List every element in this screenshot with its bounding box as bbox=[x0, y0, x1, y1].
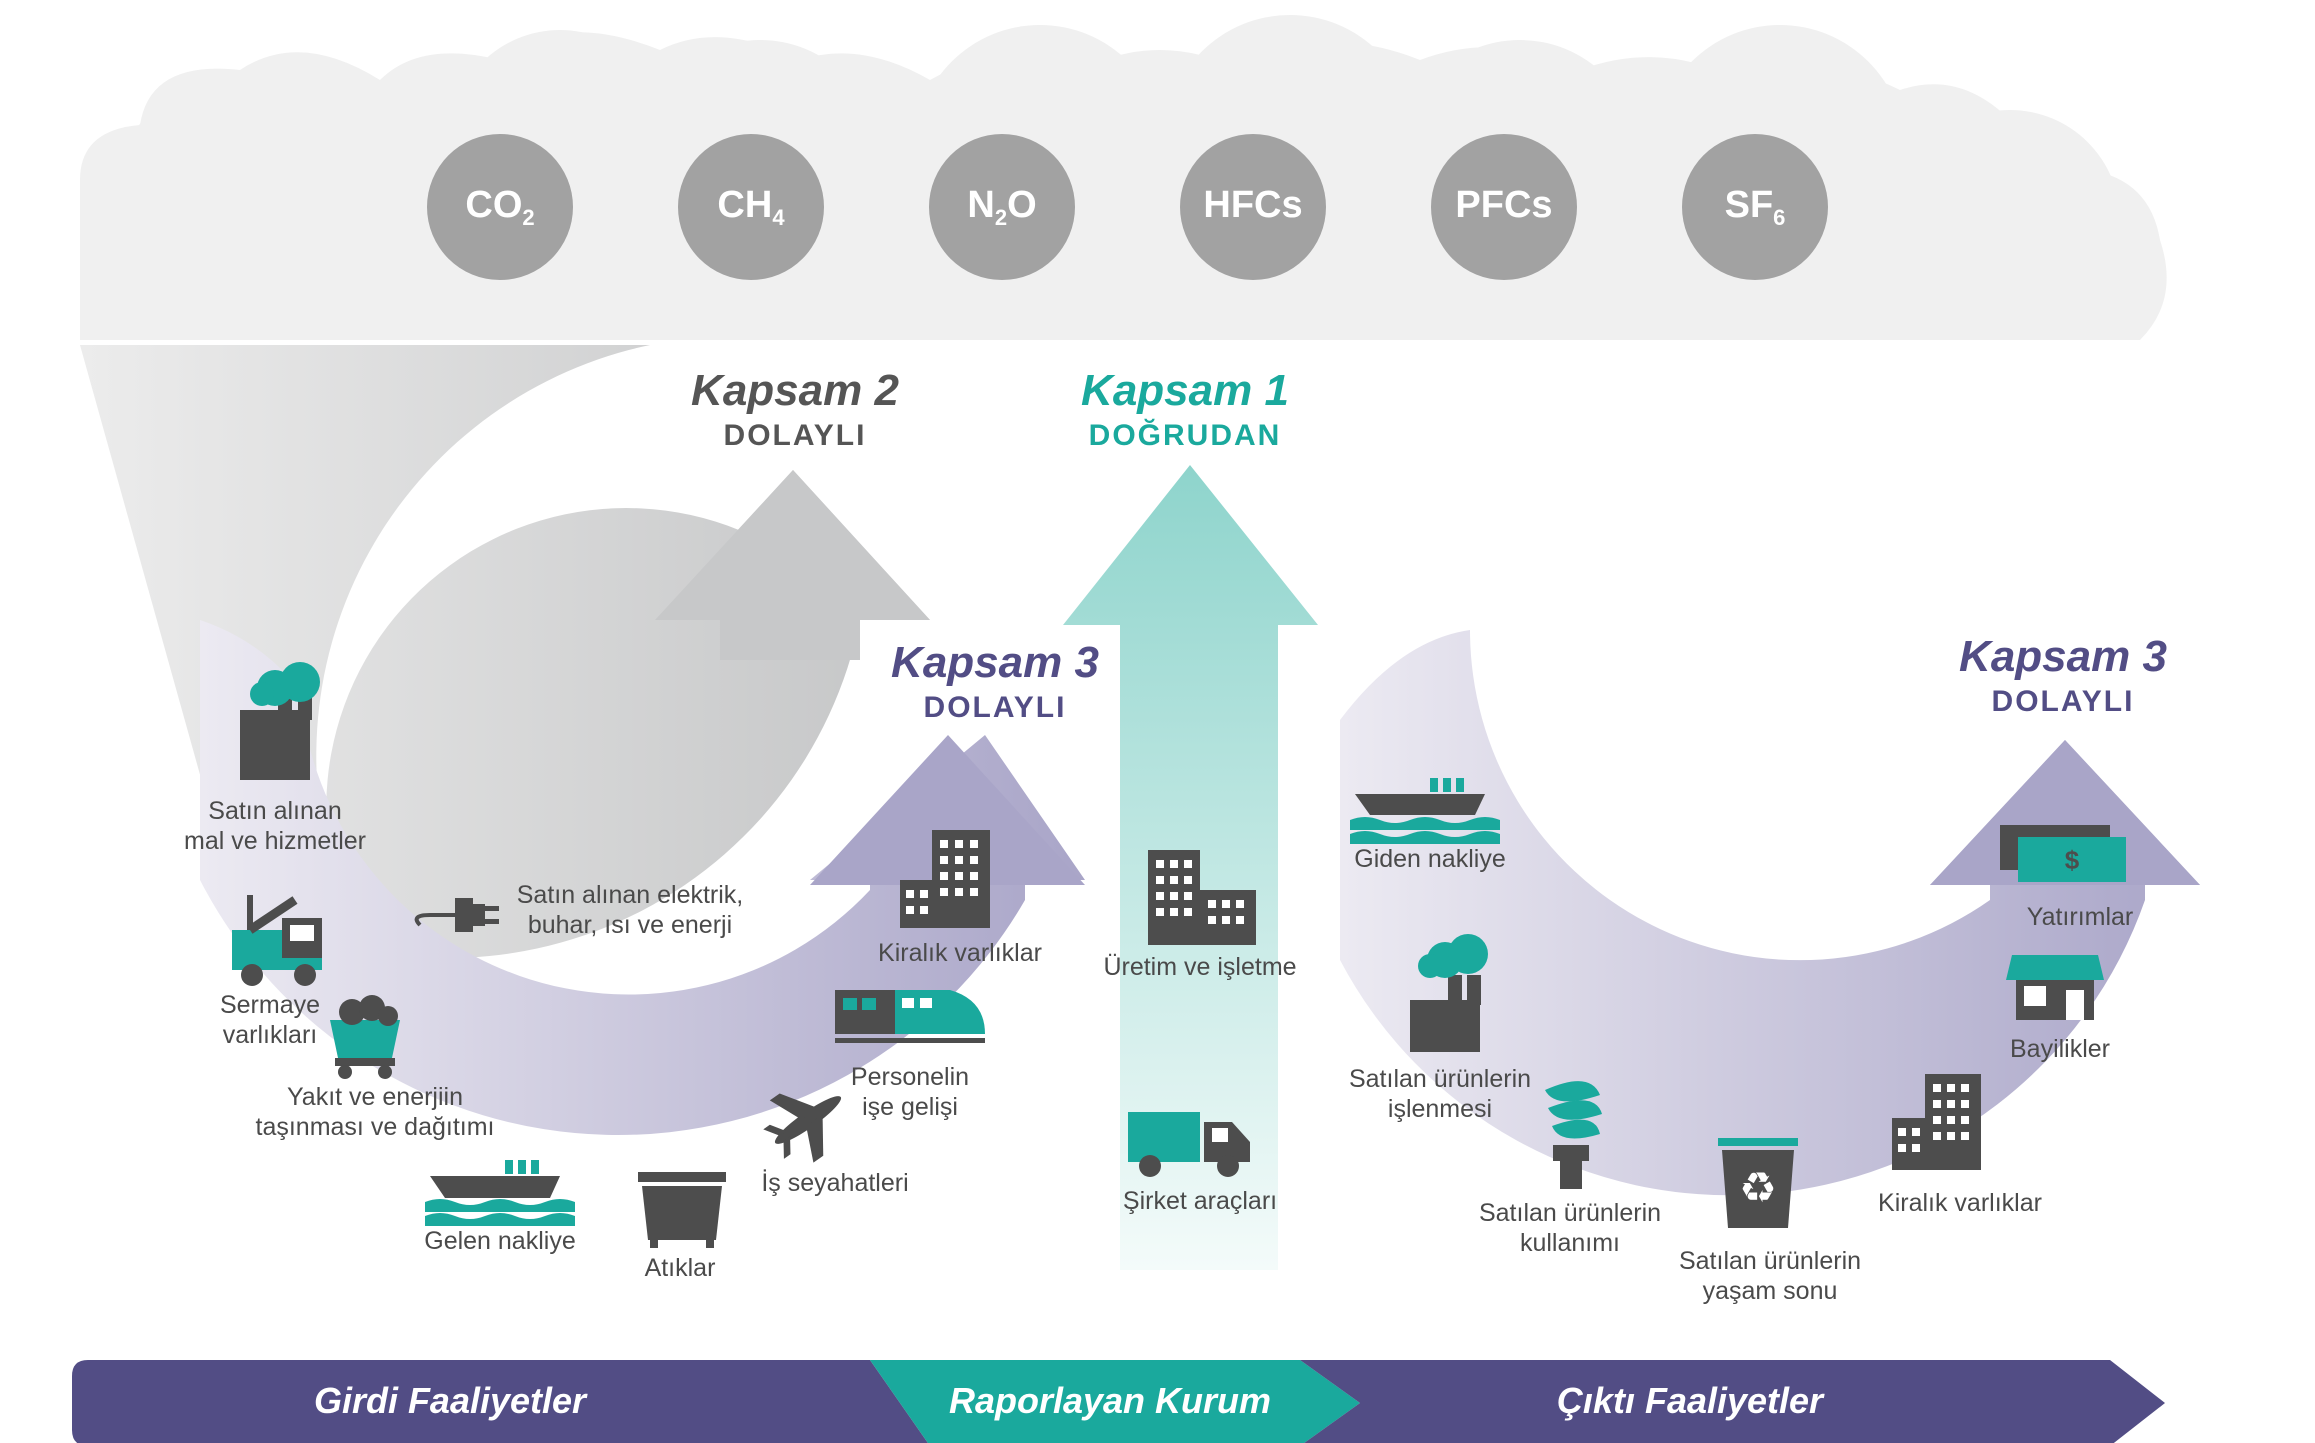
gas-ch4-label: CH4 bbox=[717, 183, 785, 230]
scope3-downstream-subtitle: DOLAYLI bbox=[1991, 685, 2135, 718]
scope3-upstream-subtitle: DOLAYLI bbox=[923, 691, 1067, 724]
band-downstream bbox=[1300, 1360, 2165, 1443]
scope2-heading: Kapsam 2 DOLAYLI bbox=[640, 366, 950, 456]
label-company-vehicles: Şirket araçları bbox=[1122, 1187, 1278, 1215]
scope3-upstream-arrowhead bbox=[810, 735, 1085, 885]
gas-n2o-label: N2O bbox=[967, 183, 1037, 230]
currency-symbol: $ bbox=[2065, 845, 2080, 875]
gas-sf6-label: SF6 bbox=[1724, 183, 1786, 230]
gas-pfcs: PFCs bbox=[1431, 134, 1577, 280]
building-icon bbox=[900, 830, 990, 928]
scope2-title: Kapsam 2 bbox=[691, 366, 899, 415]
scope3-downstream-arrowhead bbox=[1930, 740, 2200, 885]
factory-icon bbox=[1410, 934, 1488, 1052]
band-downstream-label: Çıktı Faaliyetler bbox=[1556, 1380, 1824, 1421]
scope2-subtitle: DOLAYLI bbox=[723, 419, 867, 452]
crane-truck-icon bbox=[232, 895, 322, 986]
gas-hfcs: HFCs bbox=[1180, 134, 1326, 280]
storefront-icon bbox=[2006, 955, 2104, 1020]
label-downstream-transport: Giden nakliye bbox=[1354, 845, 1506, 873]
gas-hfcs-label: HFCs bbox=[1203, 183, 1303, 226]
label-upstream-leased-assets: Kiralık varlıklar bbox=[878, 939, 1042, 967]
gas-sf6: SF6 bbox=[1682, 134, 1828, 280]
scope1-heading: Kapsam 1 DOĞRUDAN bbox=[1030, 366, 1340, 456]
gas-pfcs-label: PFCs bbox=[1455, 183, 1553, 226]
plug-icon bbox=[414, 898, 499, 932]
scope3-downstream-title: Kapsam 3 bbox=[1959, 632, 2167, 681]
airplane-icon bbox=[763, 1093, 842, 1163]
scope3-upstream-title: Kapsam 3 bbox=[891, 638, 1099, 687]
light-bulb-icon bbox=[1545, 1081, 1602, 1189]
scope3-downstream-heading: Kapsam 3 DOLAYLI bbox=[1908, 632, 2218, 722]
label-purchased-energy: Satın alınan elektrik,buhar, ısı ve ener… bbox=[516, 881, 744, 939]
dumpster-icon bbox=[638, 1172, 726, 1248]
truck-icon bbox=[1128, 1112, 1250, 1177]
factory-building-icon bbox=[1148, 850, 1256, 945]
factory-icon bbox=[240, 662, 320, 780]
ship-icon bbox=[1350, 778, 1500, 844]
scope1-subtitle: DOĞRUDAN bbox=[1088, 419, 1282, 452]
label-investments: Yatırımlar bbox=[2026, 903, 2134, 931]
gas-ch4: CH4 bbox=[678, 134, 824, 280]
ship-icon bbox=[425, 1160, 575, 1226]
label-waste: Atıklar bbox=[644, 1254, 716, 1282]
label-business-travel: İş seyahatleri bbox=[761, 1169, 909, 1197]
cloud-bank bbox=[80, 15, 2167, 350]
gas-co2-label: CO2 bbox=[465, 183, 535, 230]
scope1-title: Kapsam 1 bbox=[1081, 366, 1289, 415]
band-upstream bbox=[72, 1360, 928, 1443]
gas-co2: CO2 bbox=[427, 134, 573, 280]
label-facilities: Üretim ve işletme bbox=[1103, 953, 1297, 981]
label-downstream-leased-assets: Kiralık varlıklar bbox=[1878, 1189, 2042, 1217]
scope2-arrow bbox=[655, 470, 930, 660]
recycle-bin-icon: ♻ bbox=[1718, 1138, 1798, 1228]
building-icon bbox=[1892, 1074, 1981, 1170]
scope3-upstream-heading: Kapsam 3 DOLAYLI bbox=[840, 638, 1150, 728]
coal-cart-icon bbox=[330, 995, 400, 1079]
gas-n2o: N2O bbox=[929, 134, 1075, 280]
band-reporting bbox=[870, 1360, 1360, 1443]
label-upstream-transport: Gelen nakliye bbox=[424, 1227, 576, 1255]
label-franchises: Bayilikler bbox=[2009, 1035, 2111, 1063]
scope3-downstream-arc bbox=[1340, 630, 2200, 1196]
money-icon: $ bbox=[2000, 825, 2126, 882]
band-upstream-label: Girdi Faaliyetler bbox=[313, 1380, 587, 1421]
band-reporting-label: Raporlayan Kurum bbox=[948, 1380, 1272, 1421]
svg-text:♻: ♻ bbox=[1739, 1163, 1777, 1212]
train-icon bbox=[835, 990, 985, 1043]
